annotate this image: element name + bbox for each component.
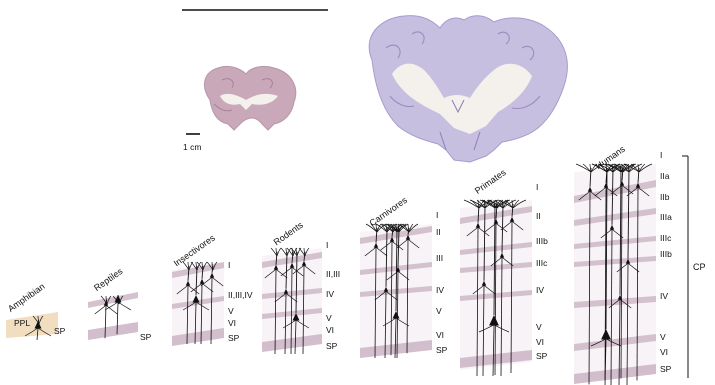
reptiles-species-name: Reptiles <box>92 266 125 293</box>
rodents-layer-label-IV: IV <box>326 289 334 299</box>
insectivores-layer-label-IIIIIIV: II,III,IV <box>228 290 253 300</box>
amphibian-layer-label-SP: SP <box>54 326 66 336</box>
primates-species-name: Primates <box>473 167 508 196</box>
humans-layer-label-I: I <box>660 150 662 160</box>
rodents-layer-label-VI: VI <box>326 325 334 335</box>
primates-layer-label-I: I <box>536 182 538 192</box>
reptiles-basal-1-r <box>118 302 131 310</box>
primates-layer-label-II: II <box>536 211 541 221</box>
carnivores-layer-label-I: I <box>436 210 438 220</box>
carnivores-layer-label-II: II <box>436 227 441 237</box>
carnivores-species-name: Carnivores <box>368 195 410 228</box>
reptiles-layer-label-SP: SP <box>140 332 152 342</box>
rodents-layer-label-IIIII: II,III <box>326 269 340 279</box>
scale-bar-label: 1 cm <box>183 142 201 152</box>
carnivores-layer-label-VI: VI <box>436 330 444 340</box>
carnivores-layer-label-III: III <box>436 253 443 263</box>
rodents-layer-label-I: I <box>326 240 328 250</box>
insectivores-species-name: Insectivores <box>172 232 217 268</box>
insectivores-layer-label-SP: SP <box>228 333 240 343</box>
primates-layer-label-V: V <box>536 322 542 332</box>
insectivores-layer-label-I: I <box>228 260 230 270</box>
humans-layer-label-IIIa: IIIa <box>660 212 672 222</box>
humans-layer-label-IIIb: IIIb <box>660 249 672 259</box>
layer-labels: PPLSPSPIII,III,IVVVISPIII,IIIIVVVISPIIII… <box>14 150 672 374</box>
insectivores-layer-label-VI: VI <box>228 318 236 328</box>
reptiles-basal-0-l <box>95 305 106 314</box>
humans-layer-label-IIIc: IIIc <box>660 233 672 243</box>
amphibian-layer-label-PPL: PPL <box>14 318 30 328</box>
rodents-species-name: Rodents <box>272 220 306 248</box>
carnivores-layer-label-SP: SP <box>436 345 448 355</box>
primates-layer-label-IIIb: IIIb <box>536 236 548 246</box>
rodents-layer-label-SP: SP <box>326 341 338 351</box>
reptiles-basal-0-r <box>106 305 117 314</box>
amphibian-species-name: Amphibian <box>6 281 47 314</box>
primates-layer-label-SP: SP <box>536 351 548 361</box>
humans-layer-label-IIa: IIa <box>660 171 670 181</box>
humans-layer-label-IV: IV <box>660 291 668 301</box>
humans-layer-label-SP: SP <box>660 364 672 374</box>
humans-tuft-0-0 <box>576 164 591 172</box>
reptiles-subplate-band <box>88 322 138 340</box>
small-brain-section <box>204 66 295 130</box>
primates-layer-label-IIIc: IIIc <box>536 258 548 268</box>
humans-layer-label-V: V <box>660 332 666 342</box>
carnivores-layer-label-IV: IV <box>436 285 444 295</box>
large-brain-section <box>369 16 567 162</box>
cp-label: CP <box>693 262 706 272</box>
humans-layer-label-VI: VI <box>660 347 668 357</box>
humans-layer-label-IIb: IIb <box>660 192 670 202</box>
insectivores-layer-label-V: V <box>228 306 234 316</box>
primates-layer-label-VI: VI <box>536 337 544 347</box>
rodents-layer-label-V: V <box>326 313 332 323</box>
carnivores-layer-label-V: V <box>436 306 442 316</box>
primates-layer-label-IV: IV <box>536 285 544 295</box>
